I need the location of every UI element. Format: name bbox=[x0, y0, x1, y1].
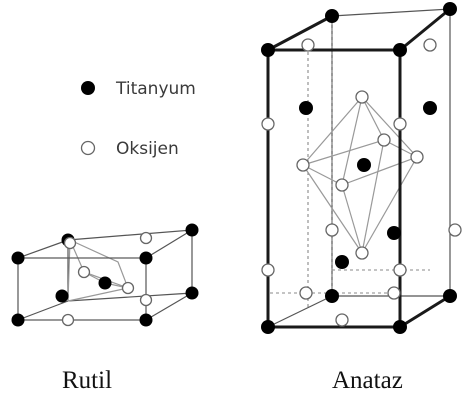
octahedron-edge bbox=[302, 164, 363, 254]
legend-oxygen-label: Oksijen bbox=[116, 139, 179, 159]
rutile-ti-atom bbox=[11, 313, 25, 327]
anatase-o-atom bbox=[335, 178, 349, 192]
anatase-ti-atom bbox=[393, 320, 407, 334]
rutile-o-atom bbox=[77, 265, 91, 279]
rutile-depth-edge-bl bbox=[17, 300, 69, 321]
octahedron-edge bbox=[361, 139, 385, 254]
anatase-ti-atom bbox=[299, 101, 313, 115]
legend-oxygen-marker bbox=[80, 140, 96, 156]
anatase-ti-atom bbox=[357, 158, 371, 172]
anatase-unit-cell bbox=[261, 2, 462, 334]
rutile-octahedron-edge-3 bbox=[67, 287, 129, 302]
anatase-o-atom bbox=[448, 223, 462, 237]
anatase-ti-atom bbox=[423, 101, 437, 115]
octahedron-edge bbox=[341, 184, 363, 254]
octahedron-edge bbox=[361, 96, 385, 141]
rutile-depth-edge-tl bbox=[17, 239, 69, 259]
rutile-depth-edge-br bbox=[145, 292, 193, 321]
rutile-ti-atom bbox=[55, 289, 69, 303]
rutile-ti-atom bbox=[139, 313, 153, 327]
anatase-ti-atom bbox=[261, 320, 275, 334]
anatase-octahedron bbox=[302, 96, 419, 254]
octahedron-edge bbox=[302, 96, 363, 166]
anatase-o-atom bbox=[393, 117, 407, 131]
rutile-caption: Rutil bbox=[62, 367, 112, 394]
anatase-o-atom bbox=[377, 133, 391, 147]
rutile-o-atom bbox=[63, 236, 77, 250]
rutile-octahedron-edge-4 bbox=[67, 239, 71, 302]
anatase-ti-atom bbox=[335, 255, 349, 269]
legend-titanium-label: Titanyum bbox=[115, 79, 196, 99]
rutile-front-face bbox=[17, 257, 147, 321]
anatase-o-atom bbox=[393, 263, 407, 277]
anatase-o-atom bbox=[261, 263, 275, 277]
anatase-ti-atom bbox=[261, 43, 275, 57]
anatase-o-atom bbox=[261, 117, 275, 131]
anatase-ti-atom bbox=[325, 9, 339, 23]
rutile-ti-atom bbox=[11, 251, 25, 265]
anatase-o-atom bbox=[387, 286, 401, 300]
legend: Titanyum Oksijen bbox=[80, 79, 196, 159]
rutile-ti-atom bbox=[185, 223, 199, 237]
anatase-ti-atom bbox=[393, 43, 407, 57]
anatase-depth-edge-tr bbox=[398, 7, 452, 52]
rutile-o-atom bbox=[121, 281, 135, 295]
anatase-depth-edge-bl bbox=[267, 295, 333, 328]
anatase-o-atom bbox=[296, 158, 310, 172]
rutile-ti-atom bbox=[98, 276, 112, 290]
anatase-o-atom bbox=[325, 223, 339, 237]
anatase-ti-atom bbox=[325, 289, 339, 303]
anatase-depth-edge-tl bbox=[266, 14, 334, 52]
anatase-o-atom bbox=[423, 38, 437, 52]
anatase-o-atom bbox=[355, 90, 369, 104]
anatase-o-atom bbox=[299, 286, 313, 300]
octahedron-edge bbox=[361, 96, 418, 158]
anatase-ti-atom bbox=[443, 2, 457, 16]
anatase-o-atom bbox=[355, 246, 369, 260]
anatase-depth-edge-br bbox=[398, 294, 452, 329]
anatase-front-face bbox=[266, 48, 402, 329]
rutile-unit-cell bbox=[11, 223, 199, 327]
rutile-o-atom bbox=[139, 293, 153, 307]
legend-titanium-marker bbox=[81, 81, 95, 95]
anatase-o-atom bbox=[410, 150, 424, 164]
rutile-o-atom bbox=[61, 313, 75, 327]
anatase-ti-atom bbox=[443, 289, 457, 303]
rutile-depth-edge-tr bbox=[145, 229, 193, 259]
rutile-ti-atom bbox=[185, 286, 199, 300]
anatase-o-atom bbox=[335, 313, 349, 327]
rutile-o-atom bbox=[139, 231, 153, 245]
anatase-o-atom bbox=[301, 38, 315, 52]
anatase-ti-atom bbox=[387, 226, 401, 240]
octahedron-edge bbox=[341, 96, 363, 186]
octahedron-edge bbox=[361, 156, 418, 254]
anatase-caption: Anataz bbox=[332, 367, 403, 394]
rutile-ti-atom bbox=[139, 251, 153, 265]
